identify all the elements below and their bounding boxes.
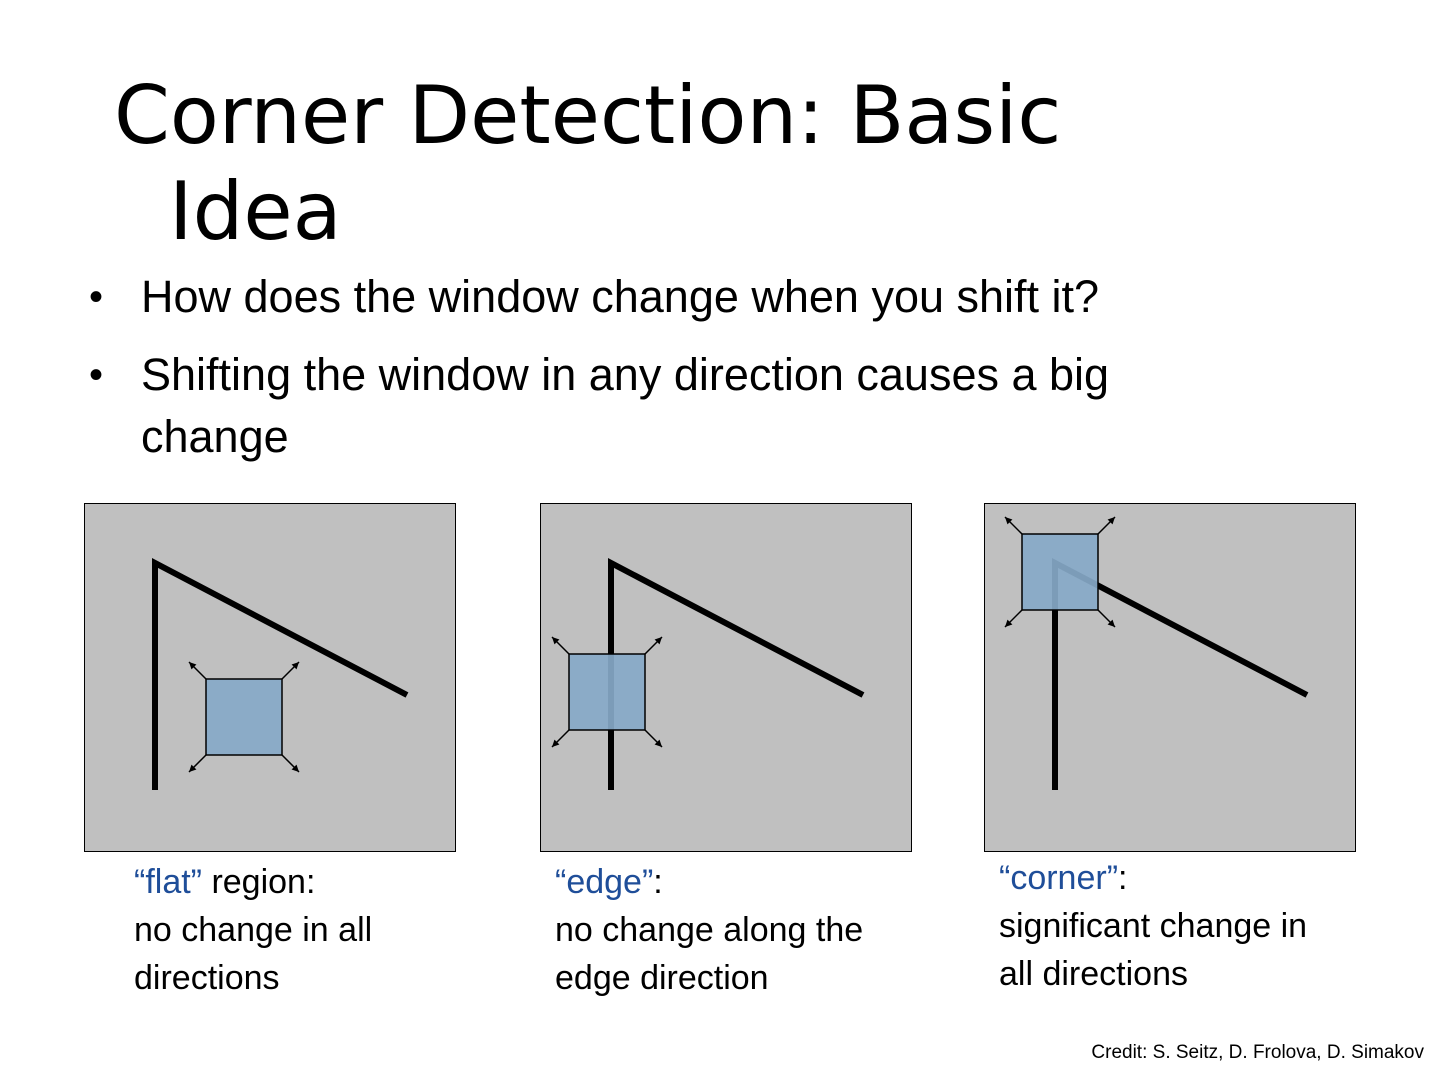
bullet-icon: • bbox=[89, 353, 104, 397]
shape-outline bbox=[151, 557, 408, 790]
edge-caption: “edge”: no change along the edge directi… bbox=[555, 858, 915, 1002]
corner-keyword: “corner” bbox=[999, 859, 1119, 897]
bullet-icon: • bbox=[89, 275, 104, 319]
flat-region-diagram bbox=[151, 557, 408, 790]
shape-outline bbox=[607, 557, 864, 790]
window-square bbox=[567, 652, 646, 731]
shift-arrow-icon bbox=[188, 764, 196, 772]
bullet-text: Shifting the window in any direction cau… bbox=[141, 349, 1110, 400]
bullet-item: • How does the window change when you sh… bbox=[85, 266, 1335, 328]
corner-panel bbox=[984, 503, 1356, 852]
flat-caption-line: directions bbox=[134, 959, 280, 997]
shift-arrow-icon bbox=[1107, 516, 1115, 524]
edge-keyword: “edge” bbox=[555, 863, 654, 901]
shift-arrow-icon bbox=[1004, 516, 1012, 524]
bullet-list: • How does the window change when you sh… bbox=[85, 266, 1335, 484]
corner-diagram bbox=[1003, 515, 1308, 790]
credit-text: Credit: S. Seitz, D. Frolova, D. Simakov bbox=[1091, 1042, 1424, 1063]
corner-caption: “corner”: significant change in all dire… bbox=[999, 854, 1359, 998]
flat-keyword-suffix: region: bbox=[202, 863, 316, 901]
bullet-text: How does the window change when you shif… bbox=[141, 271, 1100, 322]
flat-caption-line: no change in all bbox=[134, 911, 373, 949]
shift-window bbox=[1003, 515, 1116, 628]
shift-arrow-icon bbox=[291, 764, 299, 772]
flat-caption: “flat” region: no change in all directio… bbox=[134, 858, 494, 1002]
edge-panel bbox=[540, 503, 912, 852]
edge-diagram bbox=[550, 557, 864, 790]
shift-window bbox=[550, 635, 663, 748]
edge-keyword-suffix: : bbox=[653, 863, 663, 901]
edge-caption-line: edge direction bbox=[555, 959, 769, 997]
bullet-text-cont: change bbox=[141, 411, 289, 462]
window-square bbox=[1020, 532, 1099, 611]
bullet-item: • Shifting the window in any direction c… bbox=[85, 344, 1335, 468]
title-line-2: Idea bbox=[169, 165, 342, 258]
flat-keyword: “flat” bbox=[134, 863, 202, 901]
corner-caption-line: all directions bbox=[999, 955, 1188, 993]
shift-arrow-icon bbox=[1004, 619, 1012, 627]
corner-keyword-suffix: : bbox=[1118, 859, 1128, 897]
flat-region-panel bbox=[84, 503, 456, 852]
corner-caption-line: significant change in bbox=[999, 907, 1308, 945]
window-square bbox=[204, 677, 283, 756]
shift-window bbox=[187, 660, 300, 773]
edge-caption-line: no change along the bbox=[555, 911, 864, 949]
title-line-1: Corner Detection: Basic bbox=[114, 69, 1062, 162]
slide-title: Corner Detection: Basic Idea bbox=[114, 68, 1314, 260]
shift-arrow-icon bbox=[1107, 619, 1115, 627]
